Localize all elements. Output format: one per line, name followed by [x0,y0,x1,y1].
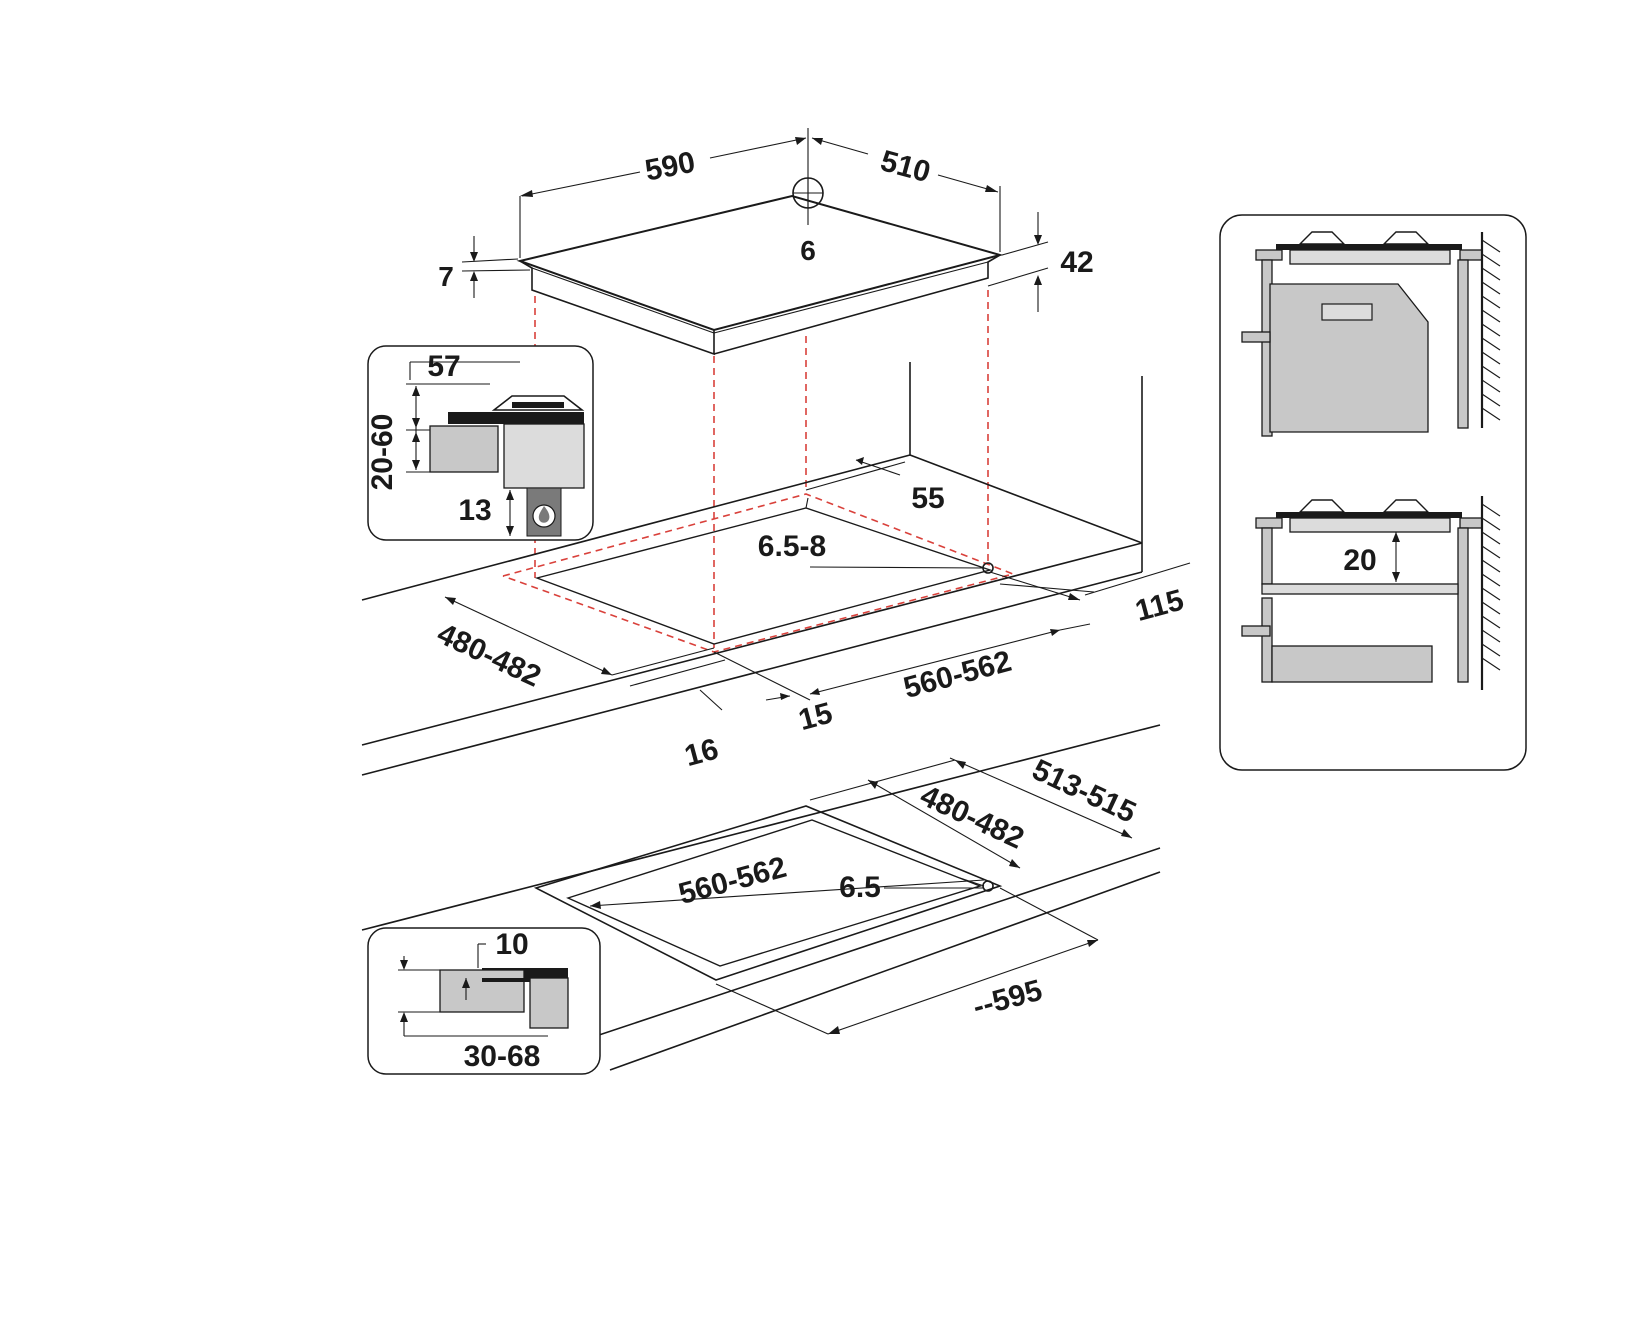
label-detail2-top: 10 [495,928,528,961]
label-depth: 510 [877,144,934,189]
label-shelf-gap: 20 [1343,544,1376,577]
drawer-installation [1241,496,1501,690]
label-inlet-range: 6.5-8 [758,530,826,563]
label-thickness: 7 [438,261,454,292]
flush-worktop [361,724,1161,1071]
label-detail2-bottom: 30-68 [464,1040,541,1073]
label-gas-inlet: 6 [800,235,816,266]
label-cutout-depth: 480-482 [432,617,546,693]
label-height: 42 [1060,246,1093,279]
hob-product [516,194,1004,356]
label-detail-top: 57 [427,350,460,383]
label-back-distance: 55 [911,482,944,515]
top-dimension-lines [461,128,1049,312]
label-front-edge: 16 [681,733,722,774]
detail-panel-right [1219,214,1527,771]
worktop-cutout [361,362,1191,776]
label-detail-bottom: 13 [458,494,491,527]
label-side-clearance: 115 [1132,584,1187,628]
oven-installation [1241,231,1501,437]
label-flush-inlet: 6.5 [839,871,881,904]
label-width: 590 [642,146,697,188]
label-inner-width: 560-562 [675,851,790,911]
label-cutout-width: 560-562 [900,645,1015,705]
label-detail-side: 20-60 [366,414,399,491]
detail-box-bottom-left [367,927,601,1075]
label-front-offset: 15 [795,697,836,738]
detail-box-top-left [367,345,594,541]
gas-flame-icon [532,504,556,528]
label-outer-depth: 513-515 [1027,753,1141,829]
